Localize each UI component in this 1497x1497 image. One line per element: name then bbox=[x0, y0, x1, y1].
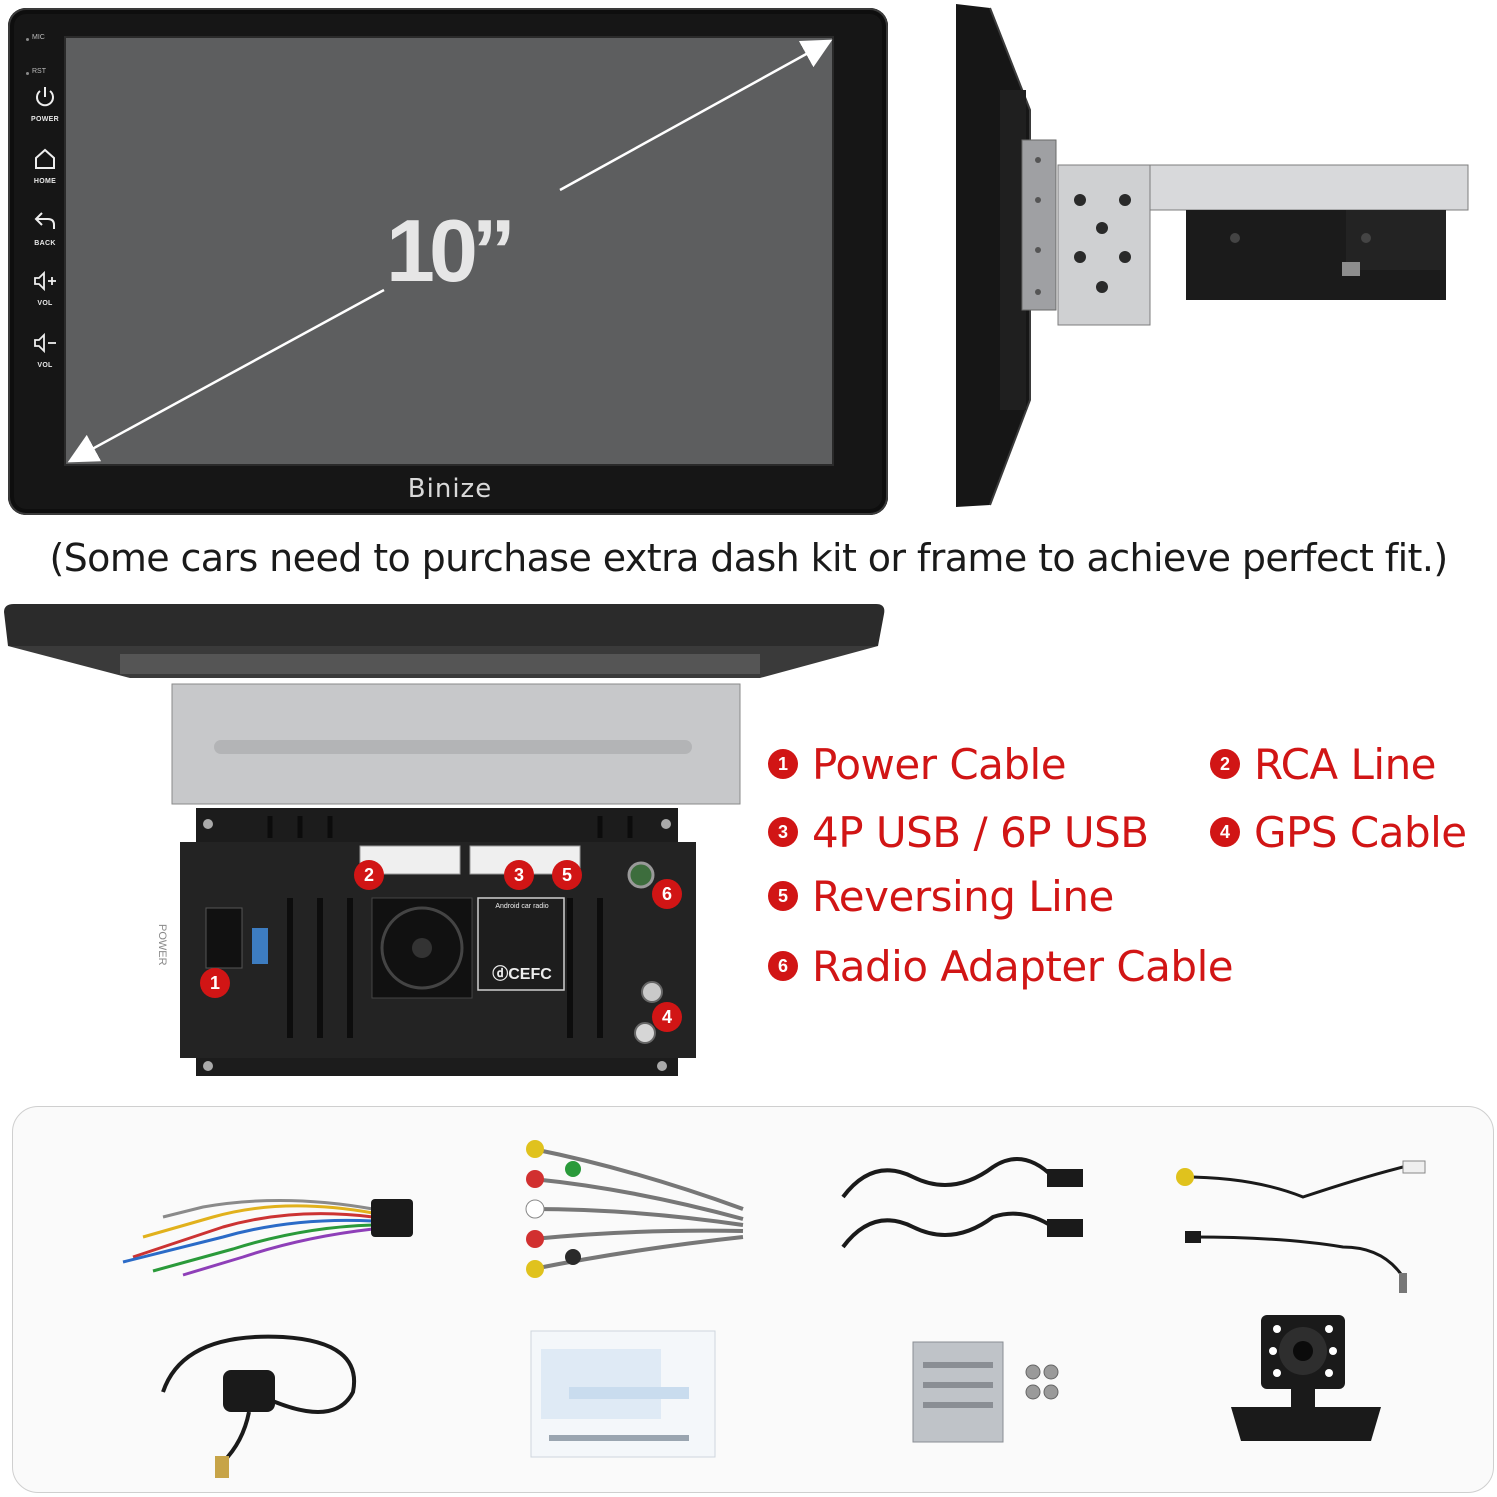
backup-camera-icon bbox=[1231, 1315, 1381, 1441]
volume-up-label: VOL bbox=[37, 300, 53, 307]
legend-label: Reversing Line bbox=[812, 871, 1114, 921]
power-harness-icon bbox=[122, 1199, 413, 1277]
legend-num: 4 bbox=[1210, 817, 1240, 847]
legend-label: RCA Line bbox=[1254, 739, 1437, 789]
power-button[interactable]: POWER bbox=[22, 84, 68, 123]
legend-num: 3 bbox=[768, 817, 798, 847]
power-icon bbox=[36, 87, 54, 107]
home-button[interactable]: HOME bbox=[22, 146, 68, 185]
usb-cables-icon bbox=[841, 1157, 1083, 1249]
volume-up-button[interactable]: VOL bbox=[22, 268, 68, 307]
mounting-brackets-screws-icon bbox=[912, 1341, 1059, 1443]
home-label: HOME bbox=[33, 178, 57, 185]
head-unit-side-view bbox=[956, 4, 1469, 507]
volume-down-button[interactable]: VOL bbox=[22, 330, 68, 369]
marker-6: 6 bbox=[652, 879, 682, 909]
package-contents-panel bbox=[12, 1106, 1494, 1493]
power-port-label: POWER bbox=[156, 924, 168, 966]
legend-num: 6 bbox=[768, 951, 798, 981]
home-icon bbox=[35, 148, 55, 169]
legend-usb: 3 4P USB / 6P USB bbox=[768, 806, 1149, 858]
volume-down-label: VOL bbox=[37, 362, 53, 369]
reset-label: RST bbox=[32, 68, 46, 75]
display-screen[interactable] bbox=[64, 36, 834, 466]
rca-cable-icon bbox=[525, 1140, 744, 1278]
sticker-title: Android car radio bbox=[495, 903, 549, 910]
mic-hole bbox=[26, 38, 29, 41]
legend-gps-cable: 4 GPS Cable bbox=[1210, 806, 1467, 858]
legend-num: 5 bbox=[768, 881, 798, 911]
back-button[interactable]: BACK bbox=[22, 208, 68, 247]
legend-radio-adapter: 6 Radio Adapter Cable bbox=[768, 940, 1234, 992]
manual-icon bbox=[530, 1330, 716, 1458]
screen-size-label: 10” bbox=[386, 201, 516, 300]
back-icon bbox=[34, 212, 55, 229]
back-label: BACK bbox=[34, 240, 56, 247]
legend-label: GPS Cable bbox=[1254, 807, 1467, 857]
legend-label: 4P USB / 6P USB bbox=[812, 807, 1149, 857]
marker-1: 1 bbox=[200, 968, 230, 998]
certification-marks: ⓓCEFC bbox=[492, 966, 552, 983]
reversing-antenna-cables-icon bbox=[1176, 1160, 1426, 1293]
marker-3: 3 bbox=[504, 860, 534, 890]
legend-power-cable: 1 Power Cable bbox=[768, 738, 1067, 790]
gps-antenna-icon bbox=[161, 1334, 357, 1478]
legend-reversing-line: 5 Reversing Line bbox=[768, 870, 1114, 922]
volume-up-icon bbox=[34, 270, 56, 292]
legend-label: Power Cable bbox=[812, 739, 1067, 789]
diagonal-arrow-icon bbox=[67, 39, 833, 463]
legend-num: 1 bbox=[768, 749, 798, 779]
legend-label: Radio Adapter Cable bbox=[812, 941, 1234, 991]
marker-4: 4 bbox=[652, 1002, 682, 1032]
legend-num: 2 bbox=[1210, 749, 1240, 779]
brand-logo: Binize bbox=[407, 474, 493, 504]
marker-2: 2 bbox=[354, 860, 384, 890]
reset-hole[interactable] bbox=[26, 72, 29, 75]
power-label: POWER bbox=[31, 116, 59, 123]
marker-5: 5 bbox=[552, 860, 582, 890]
volume-down-icon bbox=[34, 332, 56, 354]
legend-rca-line: 2 RCA Line bbox=[1210, 738, 1437, 790]
mic-label: MIC bbox=[32, 34, 45, 41]
fit-disclaimer: (Some cars need to purchase extra dash k… bbox=[49, 536, 1448, 580]
head-unit-rear-view bbox=[4, 604, 885, 1076]
